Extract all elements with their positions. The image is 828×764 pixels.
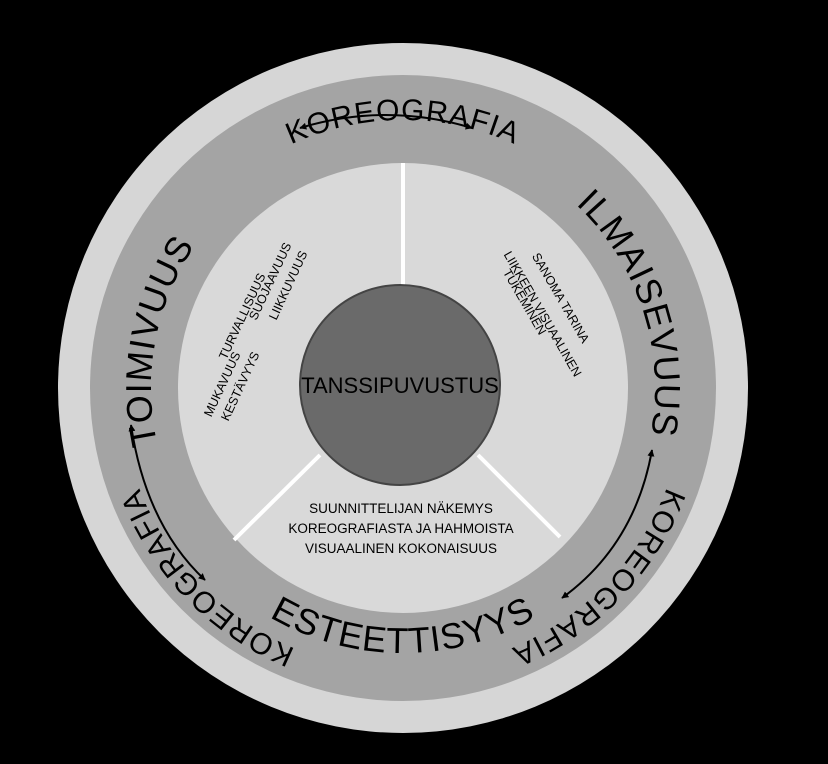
- esteettisyys-line-2: KOREOGRAFIASTA JA HAHMOISTA: [288, 521, 513, 536]
- divider-lower-right: [476, 453, 562, 539]
- divider-lower-left: [232, 453, 322, 542]
- arrow-top: [299, 114, 473, 130]
- center-label: TANSSIPUVUSTUS: [301, 373, 499, 398]
- esteettisyys-line-3: VISUAALINEN KOKONAISUUS: [305, 541, 497, 556]
- arrow-right: [561, 449, 655, 599]
- esteettisyys-line-1: SUUNNITTELIJAN NÄKEMYS: [309, 501, 493, 516]
- section-esteettisyys: SUUNNITTELIJAN NÄKEMYS KOREOGRAFIASTA JA…: [288, 501, 513, 556]
- center-circle: [299, 284, 501, 486]
- arrow-left: [128, 424, 206, 581]
